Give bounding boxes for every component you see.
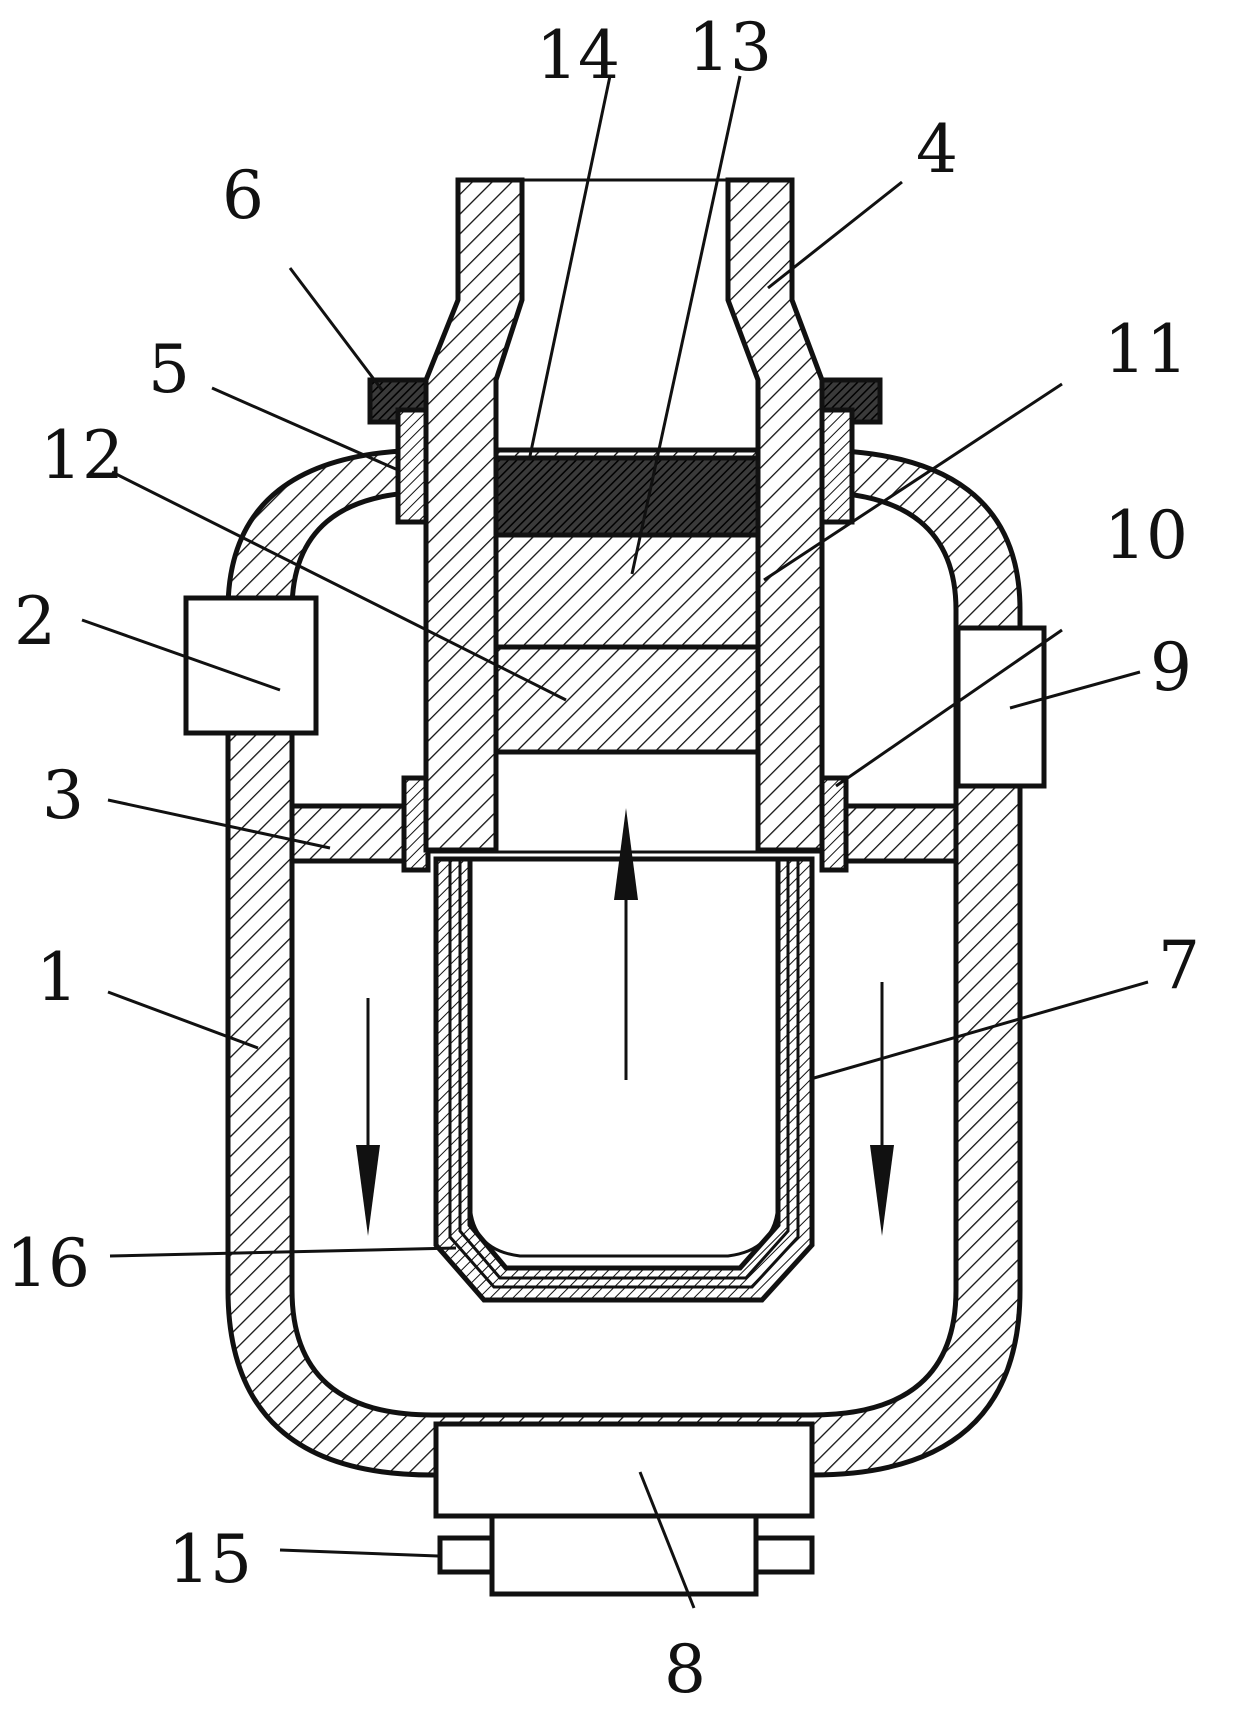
leader-3 [107,798,331,850]
label-13: 13 [688,9,772,86]
leader-5 [211,386,399,472]
leader-9 [1009,670,1141,710]
leader-14 [528,75,612,457]
label-8: 8 [664,1631,706,1708]
tube-wall-right [725,177,825,853]
leader-11 [763,382,1063,582]
stud-left [437,1535,495,1575]
outer-shell [225,447,1023,1478]
flow-arrow-down-right [870,982,894,1236]
bottom-base [433,1421,815,1519]
stud-right [753,1535,815,1575]
label-11: 11 [1104,311,1188,388]
leader-12 [111,470,567,702]
label-10: 10 [1104,497,1188,574]
flow-arrow-up [614,808,638,1080]
leader-15 [279,1548,439,1558]
lower-collar-right [819,775,849,873]
side-port-left [183,595,319,736]
leader-2 [81,618,281,692]
label-3: 3 [42,757,84,834]
label-6: 6 [222,157,264,234]
flow-arrow-down-left [356,998,380,1236]
lower-block [489,1513,759,1597]
label-15: 15 [168,1521,252,1598]
label-5: 5 [148,331,190,408]
label-7: 7 [1158,927,1200,1004]
label-1: 1 [36,939,78,1016]
middle-layer [493,532,761,650]
upper-seal-left [395,407,429,525]
leader-4 [767,180,903,290]
leader-7 [813,980,1149,1080]
label-2: 2 [14,583,56,660]
partition-plate-right [839,803,959,864]
tube-wall-left [423,177,525,853]
upper-seal-right [819,407,855,525]
inner-vessel-wall-line-b [458,859,790,1280]
leader-10 [835,628,1063,788]
leader-16 [109,1246,457,1258]
inner-vessel-wall-line-a [448,859,800,1289]
leader-13 [630,75,742,575]
leader-6 [288,267,384,391]
partition-plate-left [289,803,409,864]
label-16: 16 [6,1225,90,1302]
inner-vessel-inner-line [468,859,780,1258]
top-layer-dense [493,455,761,538]
leader-1 [107,990,259,1050]
label-4: 4 [916,111,958,188]
side-port-right [955,625,1047,789]
label-9: 9 [1150,629,1192,706]
label-12: 12 [40,417,124,494]
leader-8 [638,1471,696,1609]
inner-vessel-outer-layer [433,856,815,1303]
lower-layer [493,644,761,755]
label-14: 14 [536,17,620,94]
